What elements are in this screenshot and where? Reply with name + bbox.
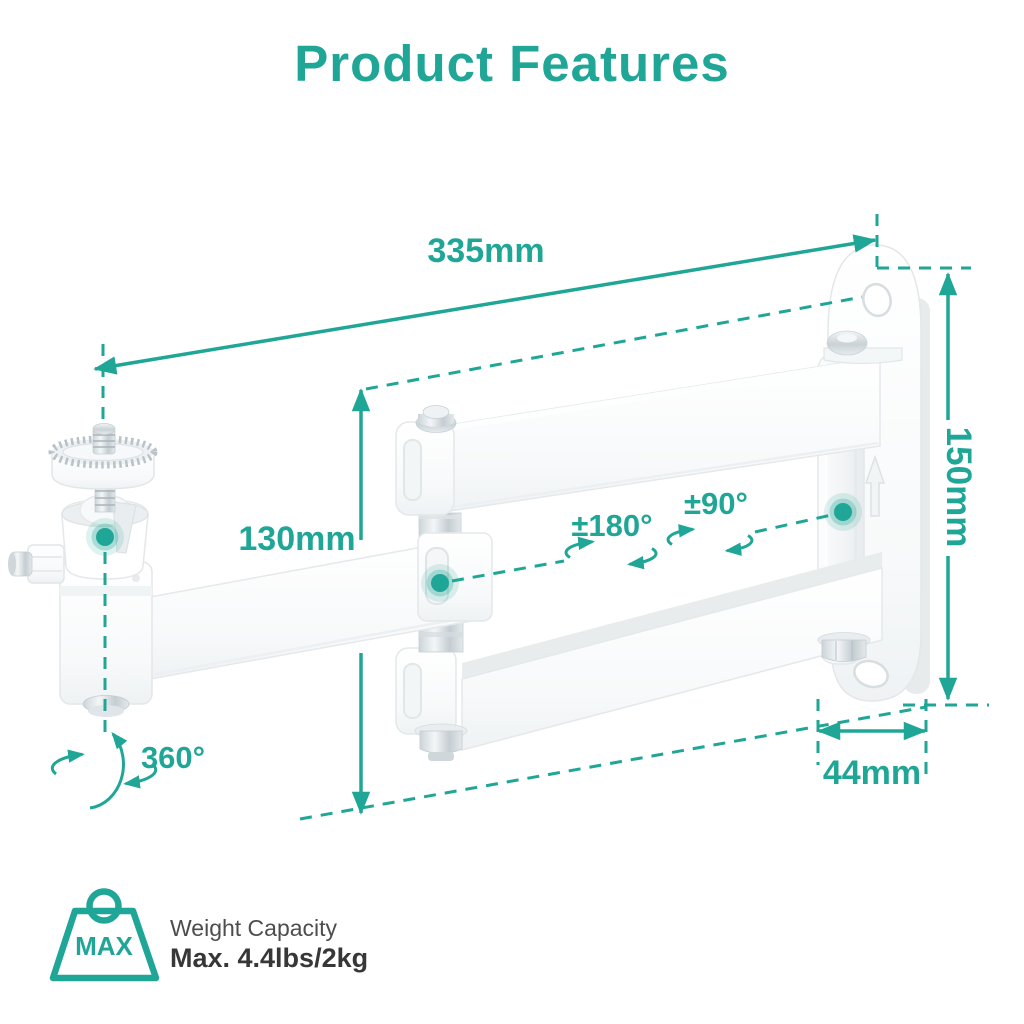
rotation-label-360: 360° [141,740,205,775]
ball-head [8,423,158,717]
weight-capacity-label: Weight Capacity [170,915,338,941]
wall-bottom-nut [817,632,871,662]
camera-screw [92,423,116,455]
rotation-glyph-90 [666,524,754,556]
mounting-disc [48,435,158,490]
top-arm-slot [403,439,422,501]
rotation-glyph-180 [564,536,658,570]
dim-line-335 [93,234,877,375]
middle-arm [149,532,493,680]
socket-notch [112,501,137,554]
bottom-arm-nut [419,730,463,754]
page-title: Product Features [294,35,730,92]
weight-icon-handle [86,888,122,924]
dim-label-130: 130mm [238,520,355,558]
pivot-dot-ball [86,518,124,556]
adjustment-knob [8,544,65,584]
dim-label-44: 44mm [823,754,921,792]
rotation-label-180: ±180° [571,508,652,543]
wall-plate-hole-bottom [853,659,889,689]
top-arm-bolt [418,414,454,427]
pivot-dot-elbow [421,564,459,602]
wall-mount-arm [8,244,930,761]
bottom-arm-top-face [462,552,882,679]
bottom-arm [395,552,883,761]
weight-capacity-value: Max. 4.4lbs/2kg [170,943,368,973]
weight-capacity-section: MAX Weight Capacity Max. 4.4lbs/2kg [49,888,368,982]
top-arm [395,356,881,516]
bottom-arm-front-face [461,567,883,751]
rotation-label-90: ±90° [684,486,748,521]
dimension-lines [93,234,958,815]
weight-icon [49,907,160,982]
dim-label-335: 335mm [427,232,544,270]
rotation-glyph-360 [50,732,158,810]
up-arrow-emboss-icon [864,454,886,517]
bottom-arm-slot [403,663,422,719]
top-arm-front-face [429,356,881,515]
threaded-stem [94,483,116,513]
dim-label-150: 150mm [939,427,978,548]
top-arm-top-face [430,357,880,434]
max-badge-label: MAX [75,931,133,961]
pivot-dot-wall [824,493,862,531]
